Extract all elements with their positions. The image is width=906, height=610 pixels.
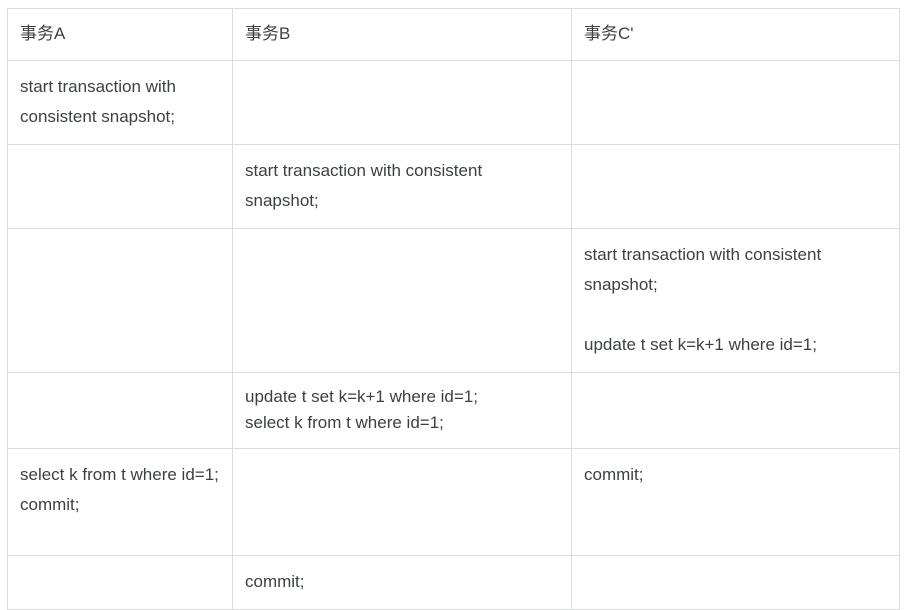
cell-transaction-c xyxy=(571,144,900,229)
cell-text: commit; xyxy=(245,572,305,591)
transaction-comparison-table-wrapper: 事务A 事务B 事务C' start transaction with cons… xyxy=(7,8,900,610)
cell-transaction-a xyxy=(7,144,233,229)
cell-transaction-c: commit; xyxy=(571,448,900,556)
table-row: select k from t where id=1; commit; comm… xyxy=(7,448,900,556)
cell-text: start transaction with consistent snapsh… xyxy=(584,245,822,354)
cell-transaction-a xyxy=(7,228,233,373)
cell-text: start transaction with consistent snapsh… xyxy=(245,161,487,210)
cell-transaction-a: start transaction with consistent snapsh… xyxy=(7,60,233,145)
cell-transaction-a xyxy=(7,555,233,610)
table-row: start transaction with consistent snapsh… xyxy=(7,60,900,145)
cell-text: commit; xyxy=(584,465,644,484)
column-header-transaction-b: 事务B xyxy=(232,8,572,61)
cell-transaction-c xyxy=(571,60,900,145)
table-row: commit; xyxy=(7,555,900,610)
table-body: start transaction with consistent snapsh… xyxy=(7,60,900,610)
cell-transaction-a xyxy=(7,372,233,449)
table-row: start transaction with consistent snapsh… xyxy=(7,228,900,373)
cell-transaction-c xyxy=(571,555,900,610)
cell-text: start transaction with consistent snapsh… xyxy=(20,77,181,126)
table-row: update t set k=k+1 where id=1; select k … xyxy=(7,372,900,449)
cell-transaction-b: commit; xyxy=(232,555,572,610)
cell-transaction-a: select k from t where id=1; commit; xyxy=(7,448,233,556)
table-row: start transaction with consistent snapsh… xyxy=(7,144,900,229)
column-header-transaction-c: 事务C' xyxy=(571,8,900,61)
table-header-row: 事务A 事务B 事务C' xyxy=(7,8,900,61)
cell-text: select k from t where id=1; commit; xyxy=(20,465,219,514)
transaction-comparison-table: 事务A 事务B 事务C' start transaction with cons… xyxy=(7,8,900,610)
column-header-transaction-a: 事务A xyxy=(7,8,233,61)
cell-transaction-c: start transaction with consistent snapsh… xyxy=(571,228,900,373)
cell-transaction-b xyxy=(232,448,572,556)
cell-transaction-b xyxy=(232,60,572,145)
cell-transaction-b xyxy=(232,228,572,373)
table-header: 事务A 事务B 事务C' xyxy=(7,8,900,61)
cell-text: update t set k=k+1 where id=1; select k … xyxy=(245,387,478,432)
cell-transaction-c xyxy=(571,372,900,449)
cell-transaction-b: update t set k=k+1 where id=1; select k … xyxy=(232,372,572,449)
cell-transaction-b: start transaction with consistent snapsh… xyxy=(232,144,572,229)
